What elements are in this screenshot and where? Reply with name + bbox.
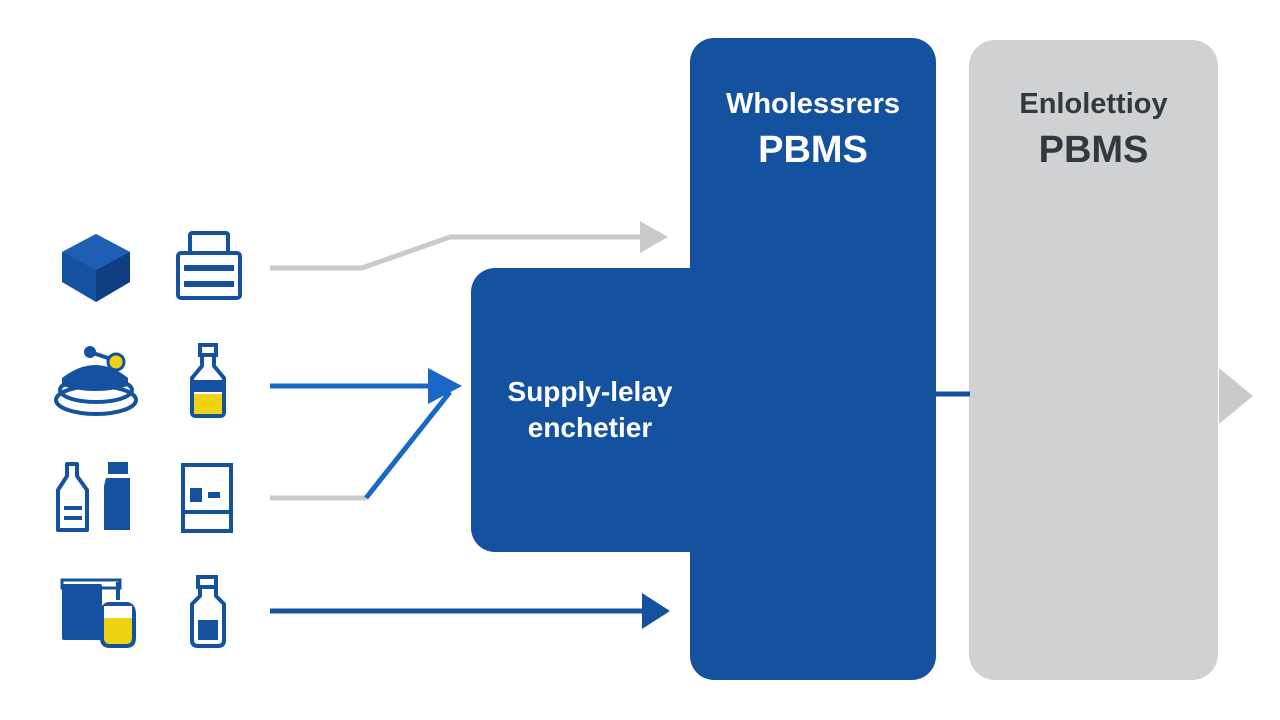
plate-stack-icon [54, 346, 138, 416]
row1-arrowhead [640, 221, 668, 253]
wholesalers-subtitle: PBMS [758, 129, 868, 171]
cabinet-icon [181, 463, 233, 533]
row4-arrowhead [642, 593, 670, 629]
supply-relay-title: Supply-lelay [507, 376, 673, 407]
container-icon [60, 578, 136, 648]
row1-flow-line [270, 234, 640, 271]
row3-diagonal-line [364, 390, 452, 500]
right-output-arrow [1219, 368, 1253, 424]
printer-icon [176, 231, 242, 300]
cube-icon [62, 234, 130, 302]
row2-arrowhead [428, 368, 462, 404]
wholesalers-title: Wholessrers [725, 88, 901, 120]
small-bottle-icon [190, 575, 226, 648]
two-bottles-icon [56, 462, 130, 532]
wholesalers-pbms-box [690, 38, 936, 680]
enlolettioy-pbms-box [969, 40, 1218, 680]
bottle-yellow-icon [190, 343, 226, 418]
enlolettioy-pbms-label: Enlolettioy PBMS [969, 85, 1218, 175]
supply-relay-subtitle: enchetier [527, 412, 653, 443]
supply-relay-box [471, 268, 731, 552]
supply-relay-label: Supply-lelay enchetier [472, 368, 708, 452]
wholesalers-pbms-label: Wholessrers PBMS [690, 85, 936, 175]
enlolettioy-title: Enlolettioy [1019, 88, 1168, 120]
enlolettioy-subtitle: PBMS [1038, 129, 1149, 171]
